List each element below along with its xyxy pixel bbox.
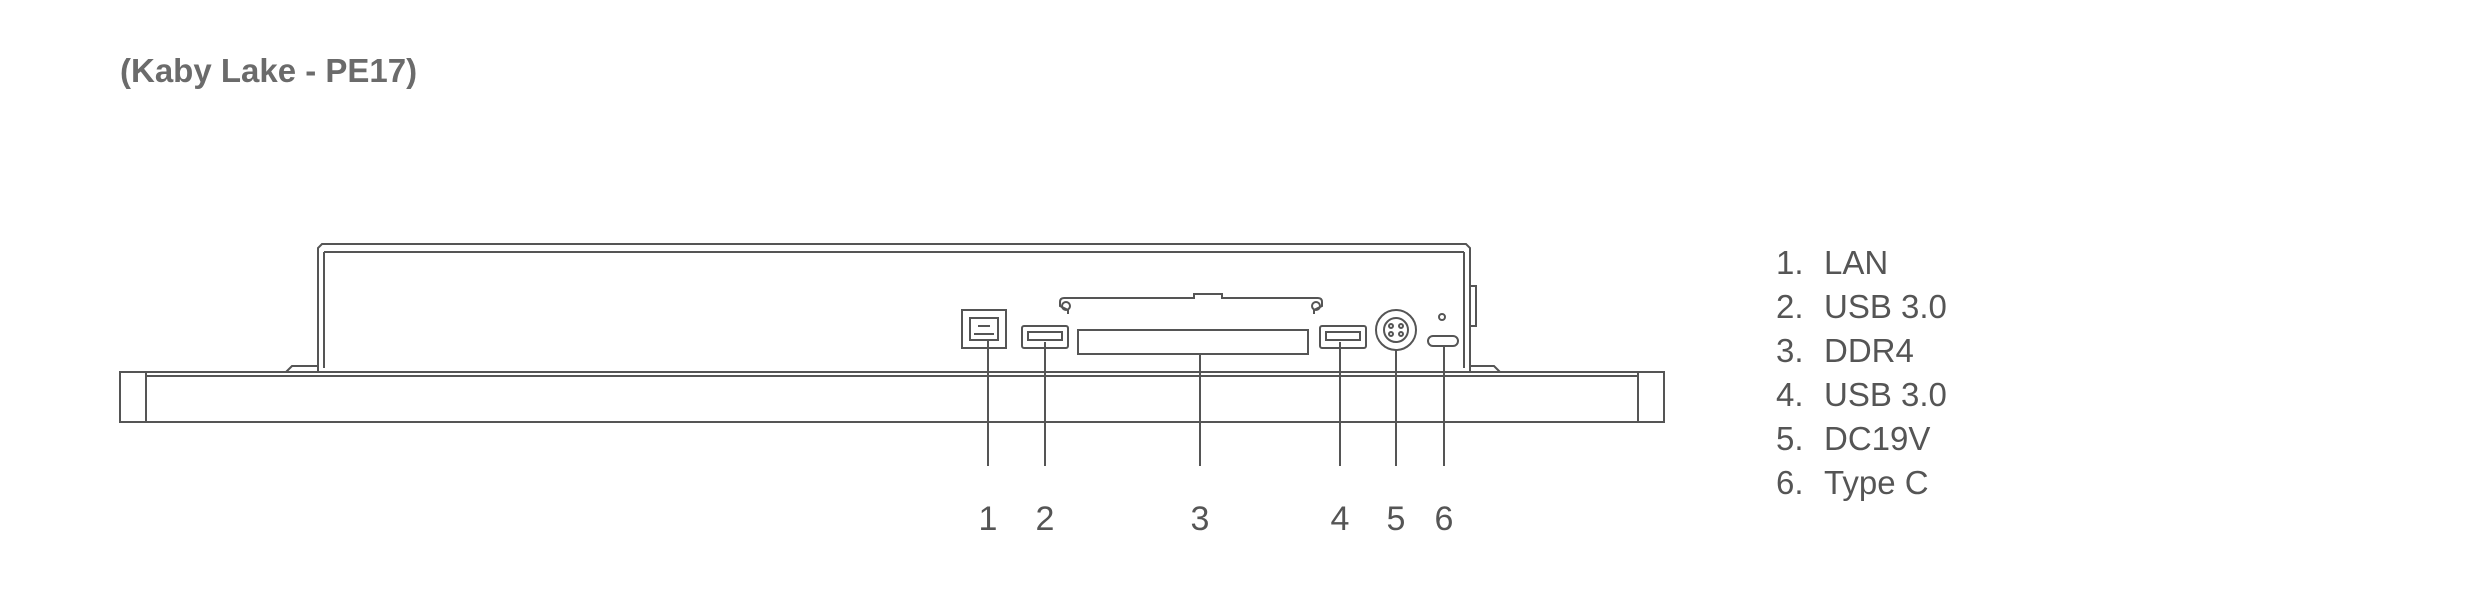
callout-5: 5 <box>1387 500 1406 538</box>
page-title: (Kaby Lake - PE17) <box>120 52 418 89</box>
dc-jack <box>1375 309 1417 351</box>
legend-number: 1. <box>1776 244 1804 281</box>
legend-number: 3. <box>1776 332 1804 369</box>
legend-item-usb-left: 2. USB 3.0 <box>1776 285 1947 329</box>
lan-port <box>961 309 1007 349</box>
usb-port-right <box>1319 325 1367 349</box>
foot-right <box>1470 365 1501 373</box>
legend-label: DC19V <box>1824 420 1931 457</box>
legend-number: 2. <box>1776 288 1804 325</box>
callout-6: 6 <box>1435 500 1454 538</box>
callout-2: 2 <box>1036 500 1055 538</box>
legend-number: 6. <box>1776 464 1804 501</box>
callout-1: 1 <box>979 500 998 538</box>
legend-label: DDR4 <box>1824 332 1914 369</box>
legend-item-usb-right: 4. USB 3.0 <box>1776 373 1947 417</box>
port-legend: 1. LAN 2. USB 3.0 3. DDR4 4. USB 3.0 5. … <box>1776 241 1947 505</box>
housing-side-tab <box>1469 285 1477 327</box>
callout-4: 4 <box>1331 500 1350 538</box>
foot-left <box>285 365 318 373</box>
legend-label: USB 3.0 <box>1824 376 1947 413</box>
housing-outline <box>317 243 1471 372</box>
legend-item-ddr4: 3. DDR4 <box>1776 329 1947 373</box>
type-c-port <box>1427 313 1459 347</box>
ddr4-slot <box>1059 293 1323 355</box>
legend-item-lan: 1. LAN <box>1776 241 1947 285</box>
legend-number: 5. <box>1776 420 1804 457</box>
legend-item-dc19v: 5. DC19V <box>1776 417 1947 461</box>
callout-3: 3 <box>1191 500 1210 538</box>
legend-label: USB 3.0 <box>1824 288 1947 325</box>
base-panel <box>119 371 1665 423</box>
legend-item-type-c: 6. Type C <box>1776 461 1947 505</box>
legend-label: LAN <box>1824 244 1889 281</box>
legend-number: 4. <box>1776 376 1804 413</box>
legend-label: Type C <box>1824 464 1929 501</box>
